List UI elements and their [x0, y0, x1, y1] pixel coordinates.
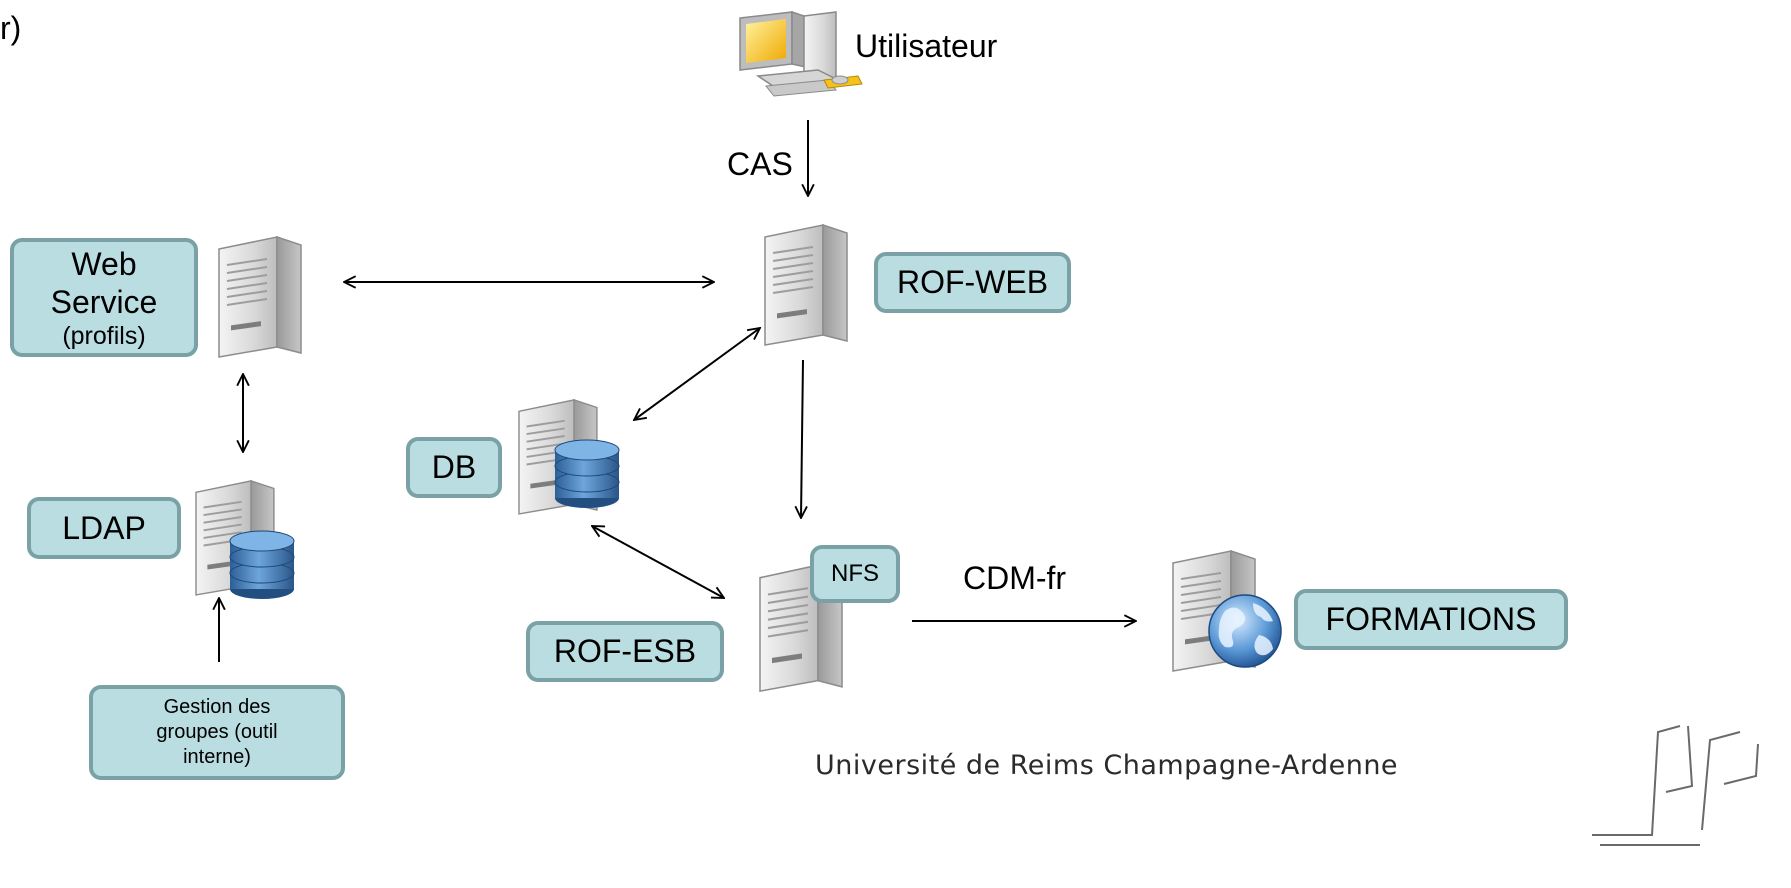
edge-rofweb-nfs [801, 359, 803, 518]
node-ldap: LDAP [27, 497, 181, 559]
gestion-line3: interne) [183, 746, 251, 768]
webservice-line1: Web [71, 245, 137, 282]
desktop-computer-icon [739, 10, 863, 97]
ldap-label: LDAP [62, 509, 146, 546]
node-nfs: NFS [810, 545, 900, 603]
edge-rofweb-db [634, 328, 760, 420]
edge-label-cas: CAS [727, 146, 793, 182]
rofweb-label: ROF-WEB [896, 264, 1049, 301]
formations-label: FORMATIONS [1325, 601, 1537, 638]
db-label: DB [431, 449, 477, 486]
database-server-icon [518, 398, 620, 515]
node-db: DB [406, 437, 502, 498]
web-server-icon [1172, 550, 1282, 672]
corner-text: r) [0, 10, 22, 46]
university-logo-icon [1592, 725, 1759, 846]
rofesb-label: ROF-ESB [553, 633, 697, 670]
webservice-line3: (profils) [62, 321, 146, 350]
node-rofweb: ROF-WEB [874, 252, 1071, 313]
nfs-label: NFS [831, 559, 879, 587]
node-rofesb: ROF-ESB [526, 621, 724, 682]
server-icon [764, 224, 848, 346]
node-gestion: Gestion des groupes (outil interne) [89, 685, 345, 780]
server-icon [218, 236, 302, 358]
university-name: Université de Reims Champagne-Ardenne [815, 750, 1399, 781]
edge-label-cdm: CDM-fr [963, 560, 1067, 596]
edge-db-rofesb [592, 526, 724, 598]
node-webservice: Web Service (profils) [10, 238, 198, 357]
webservice-line2: Service [50, 284, 158, 321]
database-server-icon [195, 479, 295, 600]
node-formations: FORMATIONS [1294, 589, 1568, 650]
gestion-line1: Gestion des [163, 696, 271, 718]
user-label: Utilisateur [855, 28, 998, 64]
gestion-line2: groupes (outil [156, 721, 278, 743]
